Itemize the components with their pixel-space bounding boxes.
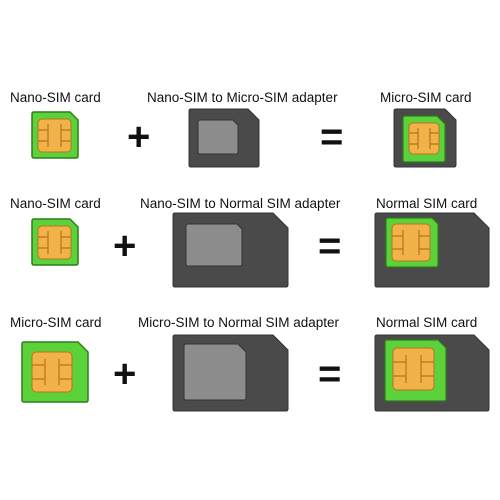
- equals-sign: =: [320, 115, 344, 159]
- row3-result-label: Normal SIM card: [376, 315, 478, 330]
- sim-chip-icon: [391, 223, 431, 262]
- adapter-icon: [172, 212, 289, 288]
- sim-chip-icon: [37, 225, 72, 260]
- equals-sign: =: [318, 352, 342, 396]
- row2-left-label: Nano-SIM card: [10, 196, 101, 211]
- nano-sim-icon: [31, 218, 79, 266]
- nano-sim-icon: [31, 111, 79, 159]
- sim-chip-icon: [31, 351, 73, 393]
- row1-adapter-label: Nano-SIM to Micro-SIM adapter: [147, 90, 338, 105]
- row2-adapter-label: Nano-SIM to Normal SIM adapter: [140, 196, 341, 211]
- sim-chip-icon: [37, 118, 72, 153]
- plus-sign: +: [113, 352, 137, 396]
- row3-adapter-label: Micro-SIM to Normal SIM adapter: [138, 315, 340, 330]
- micro-sim-icon: [393, 108, 457, 168]
- row3-left-label: Micro-SIM card: [10, 315, 102, 330]
- row1-left-label: Nano-SIM card: [10, 90, 101, 105]
- sim-chip-icon: [392, 347, 435, 391]
- equals-sign: =: [318, 224, 342, 268]
- plus-sign: +: [127, 115, 151, 159]
- normal-sim-icon: [374, 334, 490, 412]
- row2-result-label: Normal SIM card: [376, 196, 478, 211]
- normal-sim-icon: [374, 212, 490, 288]
- adapter-icon: [172, 334, 289, 412]
- sim-chip-icon: [408, 122, 440, 155]
- micro-sim-icon: [21, 341, 89, 403]
- plus-sign: +: [113, 224, 137, 268]
- row1-result-label: Micro-SIM card: [380, 90, 472, 105]
- adapter-icon: [188, 108, 260, 168]
